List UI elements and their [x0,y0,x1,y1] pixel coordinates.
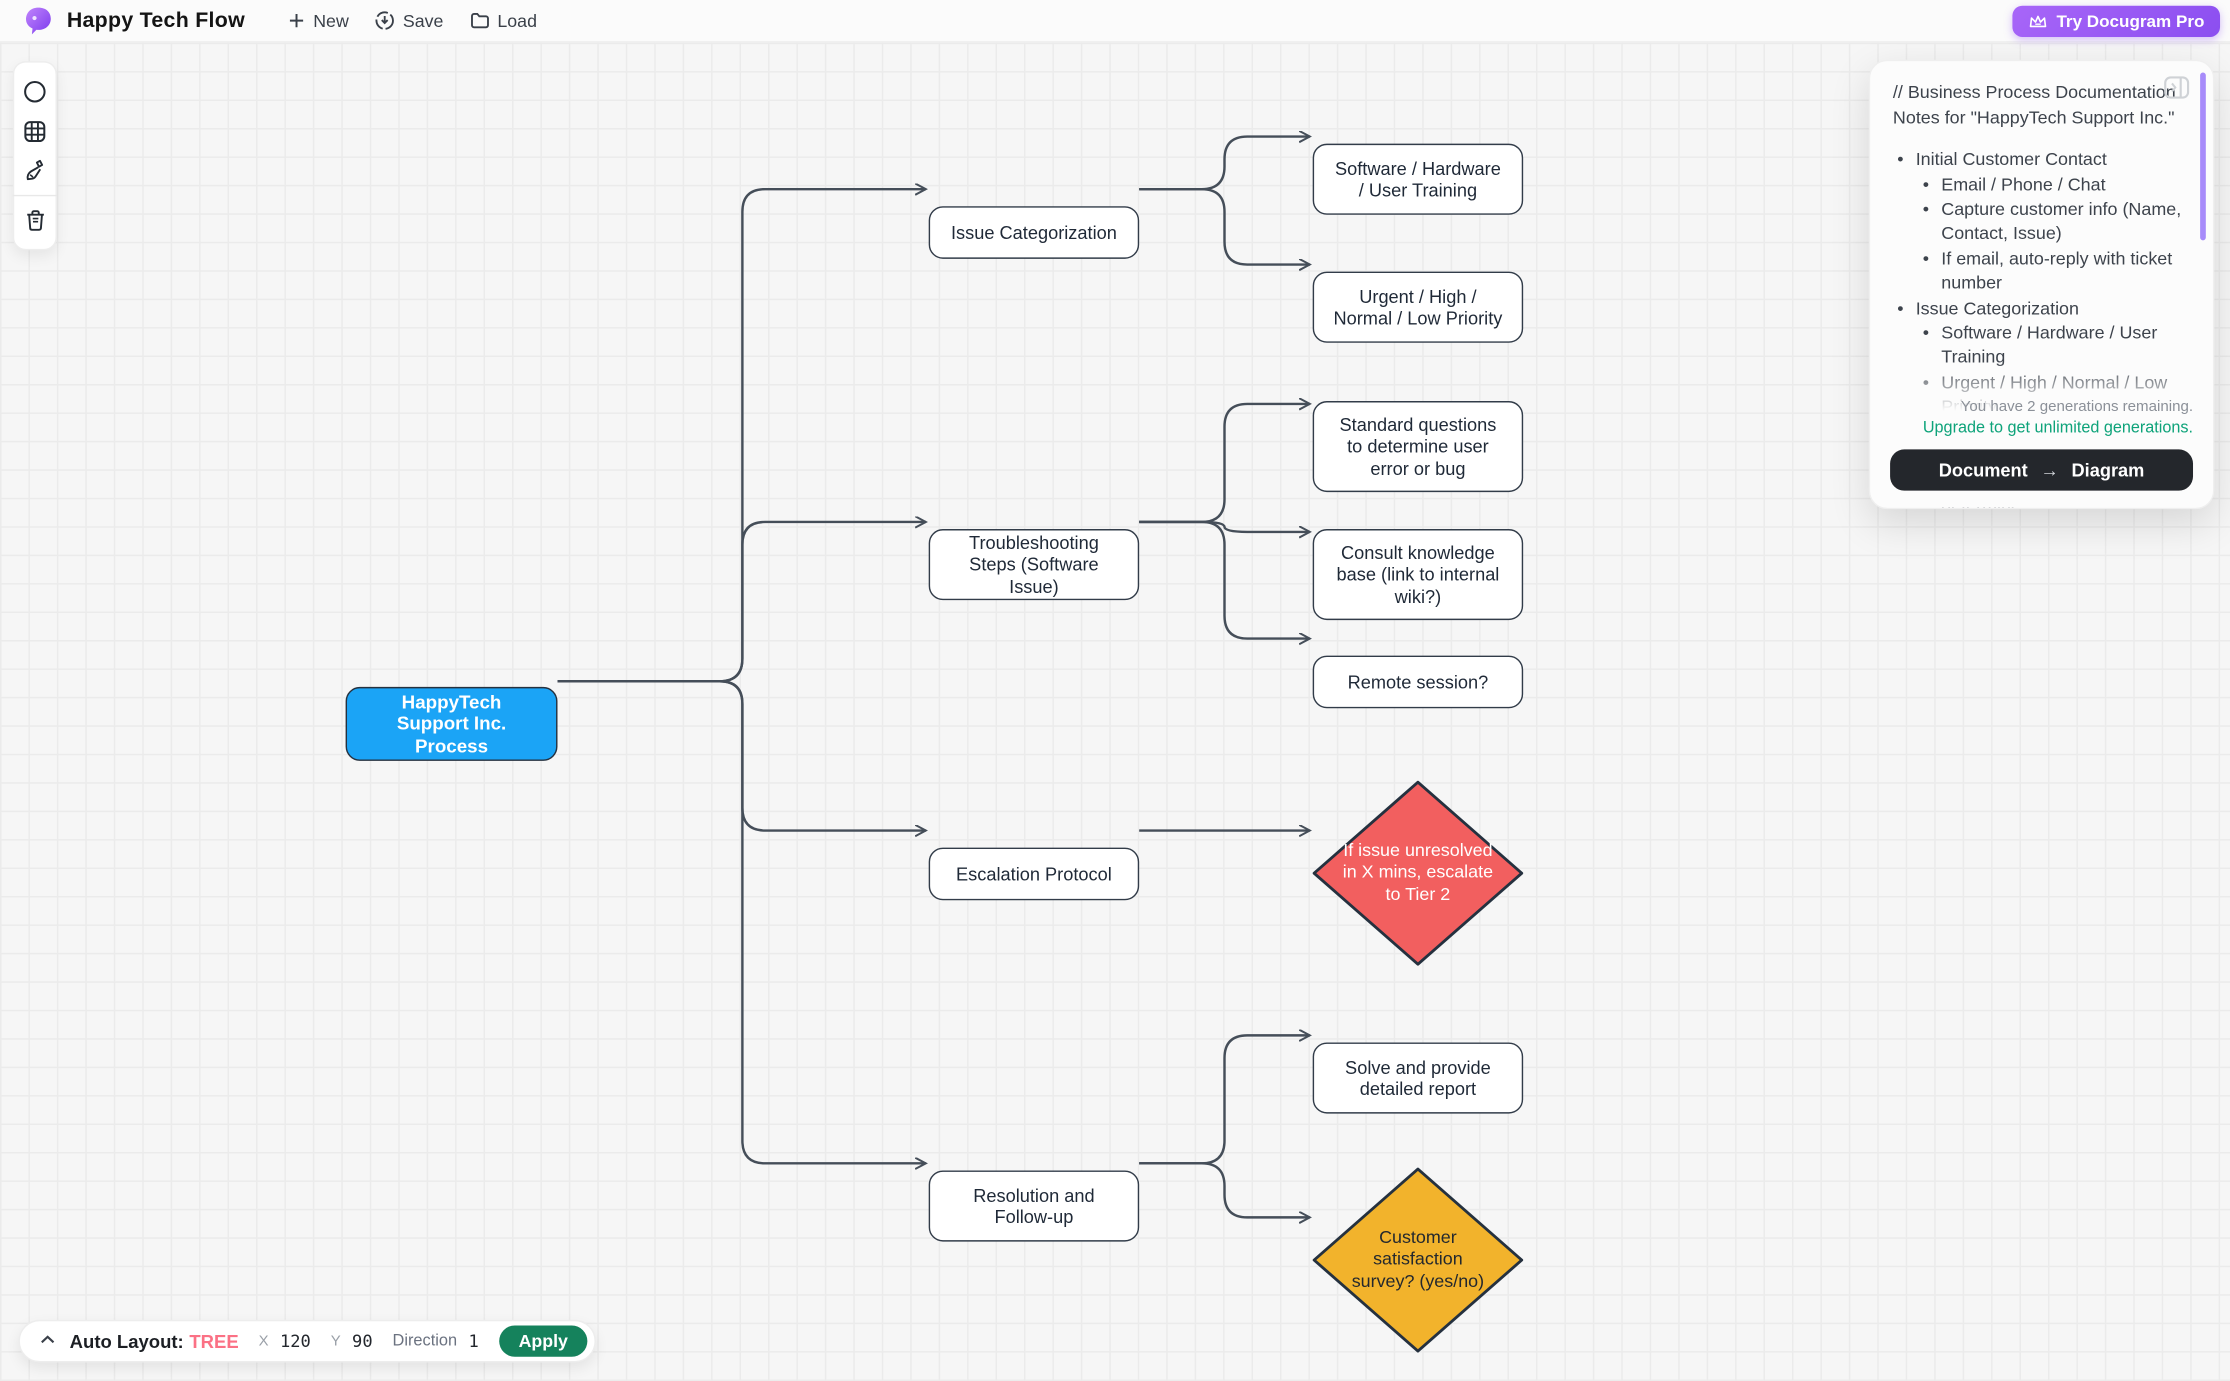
flow-edge [557,680,925,1163]
panel-collapse-icon [2164,76,2190,99]
folder-icon [470,13,489,29]
flow-node-consult[interactable]: Consult knowledge base (link to internal… [1312,529,1524,621]
grid-tool-button[interactable] [16,112,54,149]
flow-edge [1139,520,1310,639]
arrow-right-icon: → [2040,459,2059,481]
plus-icon [290,14,304,28]
brush-icon [26,159,44,180]
flow-edge [1139,520,1310,532]
new-button-label: New [313,10,349,31]
flow-node-label: If issue unresolved in X mins, escalate … [1342,840,1494,904]
direction-value[interactable]: 1 [468,1331,479,1352]
diamond-shape [1312,780,1524,966]
flow-edge [557,522,925,683]
flow-edge [1139,1035,1310,1165]
document-to-diagram-button[interactable]: Document → Diagram [1890,449,2194,491]
auto-layout-bar: Auto Layout: TREE X 120 Y 90 Direction 1… [18,1319,597,1363]
flow-edge [1139,137,1310,191]
notes-list-item: If email, auto-reply with ticket number [1919,247,2186,296]
try-pro-button[interactable]: Try Docugram Pro [2012,5,2221,37]
y-label: Y [330,1332,341,1350]
apply-layout-button[interactable]: Apply [498,1325,588,1357]
flow-node-tier2[interactable]: If issue unresolved in X mins, escalate … [1312,780,1524,966]
crown-icon [2029,14,2047,27]
flow-node-root[interactable]: HappyTech Support Inc. Process [345,686,558,761]
panel-collapse-button[interactable] [2163,75,2190,103]
try-pro-button-label: Try Docugram Pro [2056,11,2205,32]
circle-icon [24,80,46,102]
flow-node-remote[interactable]: Remote session? [1312,655,1524,709]
flow-node-standard[interactable]: Standard questions to determine user err… [1312,401,1524,493]
flow-node-software[interactable]: Software / Hardware / User Training [1312,143,1524,215]
direction-label: Direction [392,1332,458,1350]
layout-mode-value[interactable]: TREE [189,1330,239,1352]
flow-node-issue[interactable]: Issue Categorization [928,206,1140,259]
y-spacing-value[interactable]: 90 [352,1331,373,1352]
load-button[interactable]: Load [469,10,537,31]
circle-tool-button[interactable] [16,73,54,110]
layout-bar-collapse-button[interactable] [37,1333,58,1350]
x-label: X [258,1332,269,1350]
flow-node-solve[interactable]: Solve and provide detailed report [1312,1042,1524,1114]
auto-layout-label: Auto Layout: [69,1330,184,1352]
diagram-canvas[interactable]: HappyTech Support Inc. Process Issue Cate… [0,42,2230,1381]
generations-remaining-text: You have 2 generations remaining. [1960,398,2194,416]
x-spacing-value[interactable]: 120 [279,1331,311,1352]
convert-to-label: Diagram [2071,459,2145,481]
notes-title: // Business Process Documentation Notes … [1892,82,2176,128]
edges-layer [557,43,2230,1381]
convert-from-label: Document [1938,459,2028,481]
notes-list-item: Initial Customer Contact [1893,148,2186,173]
flow-node-urgent[interactable]: Urgent / High / Normal / Low Priority [1312,271,1524,343]
flow-edge [1139,404,1310,524]
notes-list-item: Issue Categorization [1893,297,2186,322]
document-notes-panel: // Business Process Documentation Notes … [1868,59,2215,510]
grid-icon [24,120,46,142]
diamond-shape [1312,1167,1524,1353]
new-button[interactable]: New [288,11,349,31]
app-title: Happy Tech Flow [66,8,245,33]
notes-list-item: Capture customer info (Name, Contact, Is… [1919,198,2186,247]
panel-footer: You have 2 generations remaining. Upgrad… [1870,361,2213,508]
flow-edge [1139,187,1310,264]
chevron-up-icon [41,1335,55,1344]
flow-edge [1139,1162,1310,1217]
save-button-label: Save [402,10,444,31]
trash-tool-button[interactable] [16,202,54,239]
trash-icon [26,210,44,231]
main-menu: New Save Load [288,10,537,31]
flow-node-escal[interactable]: Escalation Protocol [928,847,1140,901]
top-bar: Happy Tech Flow New Save [0,0,2230,43]
save-button[interactable]: Save [374,10,443,31]
flow-node-label: Customer satisfaction survey? (yes/no) [1351,1227,1485,1291]
brush-tool-button[interactable] [16,152,54,189]
upgrade-link[interactable]: Upgrade to get unlimited generations. [1922,419,2194,437]
flow-node-survey[interactable]: Customer satisfaction survey? (yes/no) [1312,1167,1524,1353]
flow-node-resol[interactable]: Resolution and Follow-up [928,1170,1140,1242]
toolbar-divider [12,194,57,197]
flow-node-trouble[interactable]: Troubleshooting Steps (Software Issue) [928,529,1140,601]
notes-list-item: Email / Phone / Chat [1919,173,2186,198]
panel-scrollbar[interactable] [2200,72,2206,241]
load-button-label: Load [497,10,537,31]
shape-toolbar [12,61,57,251]
app-logo-icon [26,6,51,34]
save-icon [375,11,395,30]
